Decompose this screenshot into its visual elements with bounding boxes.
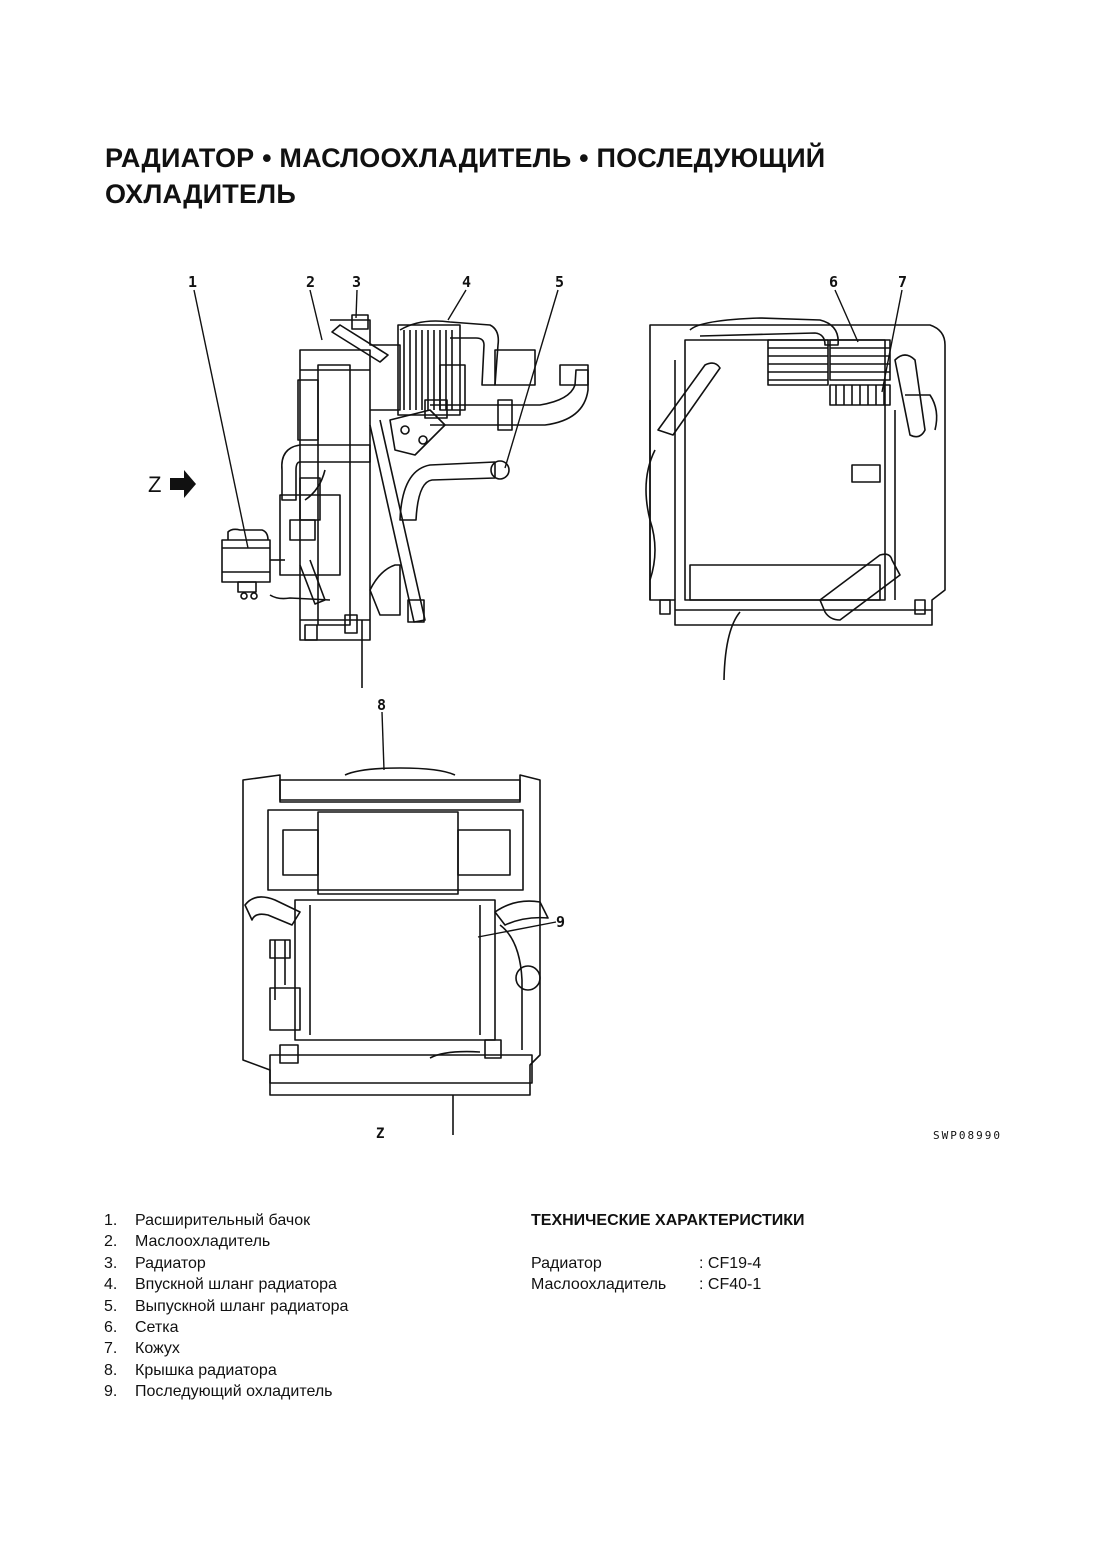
front-view-drawing [242, 767, 549, 1135]
spec-value: : CF19-4 [699, 1255, 762, 1272]
legend-number: 1. [104, 1212, 118, 1229]
callout-1: 1 [188, 273, 197, 291]
callout-5: 5 [555, 273, 564, 291]
legend-number: 2. [104, 1233, 118, 1251]
legend-item: 6. Сетка [104, 1317, 348, 1338]
legend-number: 5. [104, 1297, 118, 1315]
callout-7: 7 [898, 273, 907, 291]
view-z-arrow-label: Z [148, 472, 161, 497]
legend-text: Радиатор [135, 1254, 206, 1272]
page-title-line-1: РАДИАТОР • МАСЛООХЛАДИТЕЛЬ • ПОСЛЕДУЮЩИЙ [105, 143, 826, 173]
spec-row-radiator: Радиатор : CF19-4 [531, 1253, 805, 1274]
legend-item: 1. Расширительный бачок [104, 1210, 348, 1231]
legend-number: 9. [104, 1383, 118, 1401]
legend-item: 4. Впускной шланг радиатора [104, 1274, 348, 1295]
legend-text: Кожух [135, 1340, 180, 1358]
legend-item: 5. Выпускной шланг радиатора [104, 1296, 348, 1317]
specifications: ТЕХНИЧЕСКИЕ ХАРАКТЕРИСТИКИ Радиатор : CF… [531, 1211, 805, 1296]
rear-view-drawing [645, 317, 946, 681]
spec-key: Маслоохладитель [531, 1276, 667, 1294]
callout-9: 9 [556, 913, 565, 931]
legend-number: 4. [104, 1276, 118, 1294]
callout-2: 2 [306, 273, 315, 291]
callout-8: 8 [377, 696, 386, 714]
legend-item: 9. Последующий охладитель [104, 1381, 348, 1402]
spec-row-oil-cooler: Маслоохладитель : CF40-1 [531, 1274, 805, 1295]
legend-text: Маслоохладитель [135, 1233, 271, 1251]
spec-value: : CF40-1 [699, 1276, 762, 1294]
page-title: РАДИАТОР • МАСЛООХЛАДИТЕЛЬ • ПОСЛЕДУЮЩИЙ… [105, 140, 1005, 212]
callout-3: 3 [352, 273, 361, 291]
legend-text: Выпускной шланг радиатора [135, 1297, 349, 1315]
legend-number: 8. [104, 1361, 118, 1379]
parts-legend: 1. Расширительный бачок 2. Маслоохладитель… [104, 1210, 348, 1403]
legend-item: 7. Кожух [104, 1338, 348, 1359]
leader-lines [193, 289, 903, 938]
legend-text: Впускной шланг радиатора [135, 1276, 337, 1294]
legend-item: 3. Радиатор [104, 1253, 348, 1274]
technical-drawing: Z 1 2 3 4 5 6 7 8 9 Z SWP08990 [148, 273, 1002, 1142]
legend-item: 8. Крышка радиатора [104, 1360, 348, 1381]
view-z-arrow-icon [170, 470, 196, 498]
legend-text: Последующий охладитель [135, 1383, 333, 1401]
specs-heading: ТЕХНИЧЕСКИЕ ХАРАКТЕРИСТИКИ [531, 1212, 805, 1229]
legend-number: 6. [104, 1319, 118, 1337]
legend-number: 7. [104, 1340, 118, 1358]
drawing-code: SWP08990 [933, 1129, 1002, 1142]
callout-6: 6 [829, 273, 838, 291]
legend-text: Сетка [135, 1319, 179, 1337]
legend-item: 2. Маслоохладитель [104, 1231, 348, 1252]
legend-number: 3. [104, 1254, 118, 1272]
legend-text: Расширительный бачок [135, 1212, 311, 1229]
view-z-label: Z [376, 1126, 384, 1142]
spec-key: Радиатор [531, 1255, 602, 1272]
callout-4: 4 [462, 273, 471, 291]
page-title-line-2: ОХЛАДИТЕЛЬ [105, 179, 296, 209]
side-view-drawing [221, 314, 589, 688]
legend-text: Крышка радиатора [135, 1361, 277, 1379]
